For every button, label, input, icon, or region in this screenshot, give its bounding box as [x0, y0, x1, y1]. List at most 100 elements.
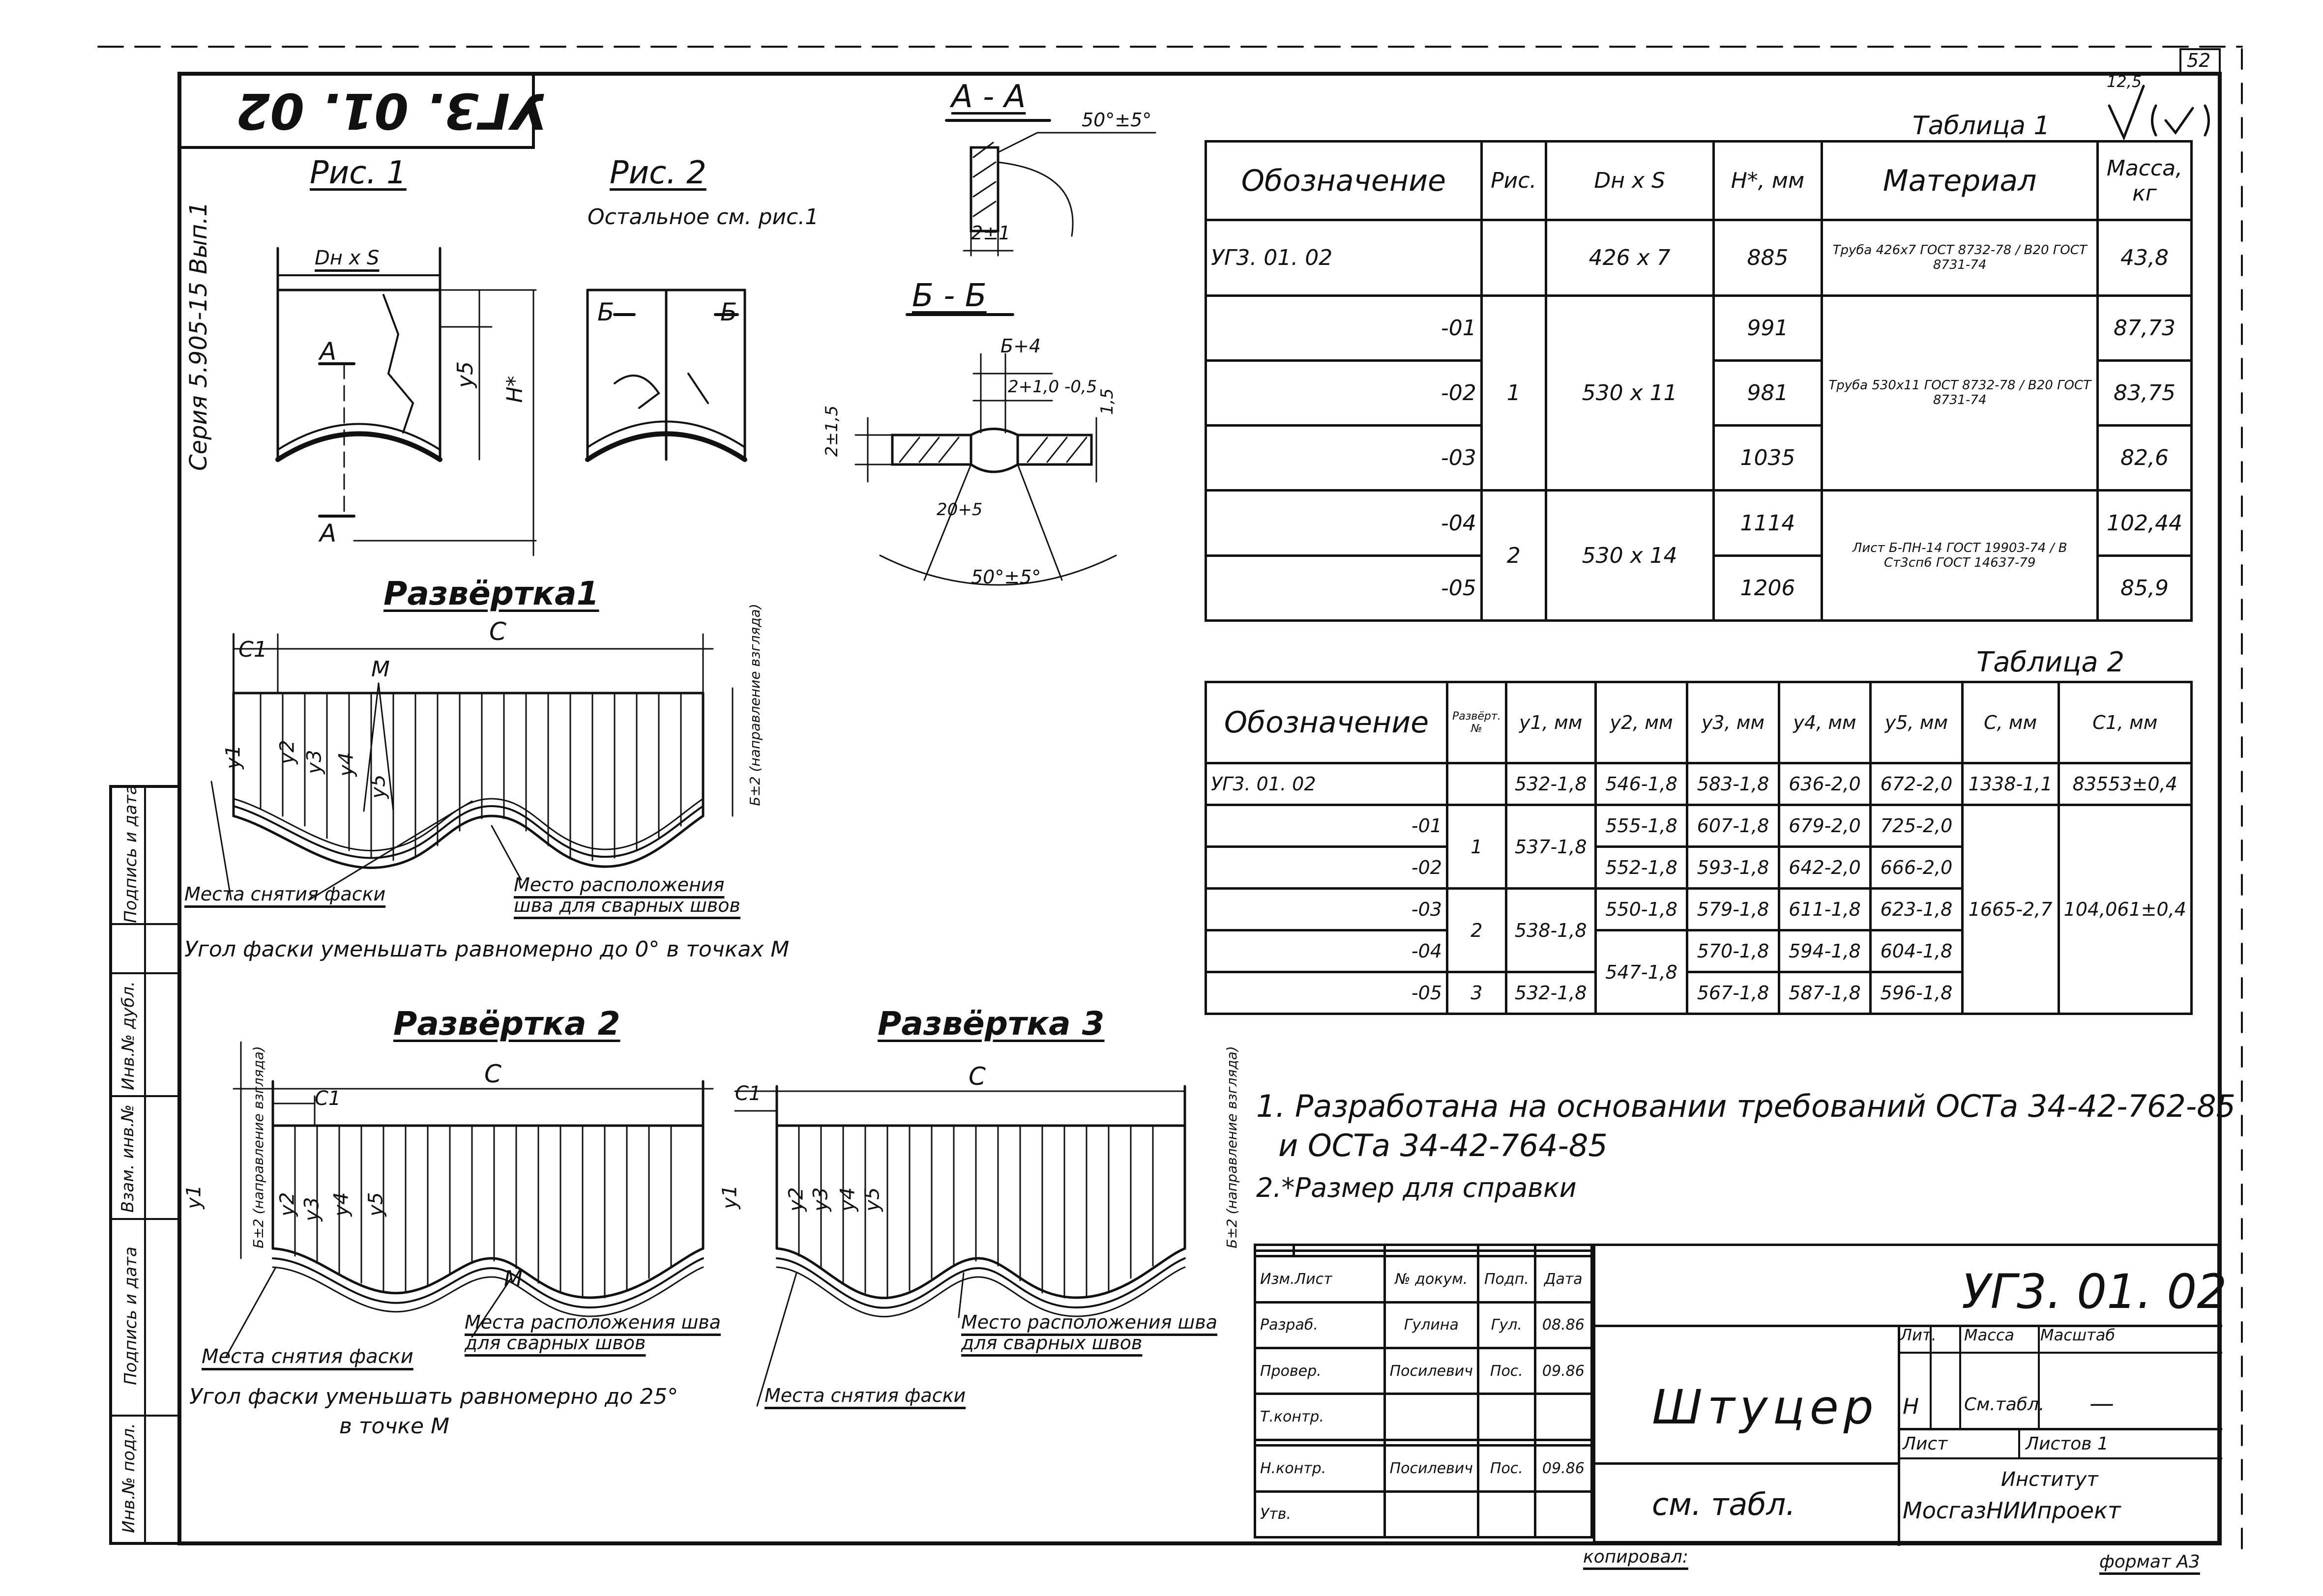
table1-cell: 1035	[1712, 424, 1823, 492]
left-strip-label: Инв.№ подл.	[118, 1423, 139, 1533]
razvertka3-c: C	[969, 1062, 986, 1091]
signer-role: Т.контр.	[1254, 1393, 1386, 1441]
razvertka3-note-chamfer: Места снятия фаски	[765, 1385, 966, 1406]
table1-cell: 991	[1712, 294, 1823, 362]
razvertka3-y5: y5	[861, 1187, 884, 1212]
razvertka2-m: M	[504, 1266, 523, 1291]
razvertka2-y3: y3	[300, 1197, 323, 1221]
table1-cell: 530 x 11	[1544, 294, 1715, 492]
signer-role: Изм.Лист	[1254, 1255, 1386, 1304]
razvertka3-title: Развёртка 3	[878, 1005, 1105, 1043]
table2-cell: 642-2,0	[1777, 845, 1872, 890]
signer-role: Разраб.	[1254, 1301, 1386, 1349]
razvertka1-title: Развёртка1	[383, 575, 599, 612]
section-label-a: A	[320, 519, 337, 548]
table2-cell: 570-1,8	[1686, 929, 1780, 973]
table2-cell: 1665-2,7	[1961, 804, 2060, 1015]
section-label-b: Б	[720, 298, 737, 326]
table1-header: Обозначение	[1205, 140, 1483, 221]
razvertka3-c1: C1	[735, 1082, 762, 1105]
razvertka1-note-weld: Место расположения шва для сварных швов	[514, 874, 740, 916]
section-bb-title: Б - Б	[912, 278, 987, 314]
razvertka1-side-note: Б±2 (направление взгляда)	[746, 604, 763, 806]
razvertka3-note-weld: Место расположения шва для сварных швов	[961, 1311, 1217, 1354]
table2-title: Таблица 2	[1976, 646, 2125, 678]
section-label-a: A	[320, 337, 337, 366]
table2-header: y4, мм	[1777, 681, 1872, 764]
table2-cell: -03	[1205, 887, 1448, 931]
table2-header: y2, мм	[1594, 681, 1689, 764]
table1-title: Таблица 1	[1912, 111, 2050, 141]
signer-role: Н.контр.	[1254, 1444, 1386, 1493]
table2-cell: УГ3. 01. 02	[1205, 762, 1448, 806]
table2-cell: 1338-1,1	[1961, 762, 2060, 806]
table2-cell: 666-2,0	[1869, 845, 1964, 890]
razvertka1-y2: y2	[276, 740, 299, 764]
table2-cell: 596-1,8	[1869, 971, 1964, 1015]
table1-header: Масса, кг	[2096, 140, 2193, 221]
table2-cell	[1445, 762, 1507, 806]
section-label-b: Б	[597, 298, 615, 326]
razvertka3-side-note: Б±2 (направление взгляда)	[1223, 1046, 1240, 1248]
table2-cell: 607-1,8	[1686, 804, 1780, 848]
table2-cell: 555-1,8	[1594, 804, 1689, 848]
table1-cell: Лист Б-ПН-14 ГОСТ 19903-74 / В Ст3сп6 ГО…	[1821, 489, 2099, 622]
title-block-main	[1593, 1244, 2222, 1546]
tb-lit-label: Лит.	[1900, 1326, 1937, 1344]
signer-date: 09.86	[1533, 1444, 1593, 1493]
note-1b: и ОСТа 34-42-764-85	[1278, 1128, 1608, 1163]
table1-cell: -05	[1205, 554, 1483, 622]
section-bb-dim: 2+1,0 -0,5	[1008, 377, 1097, 397]
razvertka2-side-note: Б±2 (направление взгляда)	[250, 1046, 266, 1248]
table1-cell: 2	[1480, 489, 1547, 622]
table2-header: C, мм	[1961, 681, 2060, 764]
signer-name: Посилевич	[1383, 1346, 1480, 1395]
razvertka1-note-chamfer: Места снятия фаски	[184, 883, 386, 905]
sheet-number: 52	[2187, 50, 2211, 71]
table2-header: y5, мм	[1869, 681, 1964, 764]
table1-cell: 885	[1712, 219, 1823, 297]
series-label: Серия 5.905-15 Вып.1	[184, 202, 212, 471]
table2-cell: 636-2,0	[1777, 762, 1872, 806]
table1-header: Dн x S	[1544, 140, 1715, 221]
table2-cell: 679-2,0	[1777, 804, 1872, 848]
razvertka2-note-angle: в точке М	[339, 1414, 450, 1439]
razvertka3-y3: y3	[809, 1187, 832, 1212]
tb-mass-value: См.табл.	[1964, 1394, 2045, 1415]
table2-cell: 567-1,8	[1686, 971, 1780, 1015]
sheet-format: формат А3	[2099, 1552, 2200, 1572]
table2-cell: 579-1,8	[1686, 887, 1780, 931]
table1-cell: -01	[1205, 294, 1483, 362]
table2-cell: 672-2,0	[1869, 762, 1964, 806]
razvertka2-note-angle: Угол фаски уменьшать равномерно до 25°	[189, 1384, 678, 1409]
table1-cell: 85,9	[2096, 554, 2193, 622]
table1-cell: 1114	[1712, 489, 1823, 557]
table1-cell: 102,44	[2096, 489, 2193, 557]
razvertka3-y2: y2	[785, 1187, 808, 1212]
razvertka3-y1: y1	[718, 1185, 741, 1209]
table2-cell: 604-1,8	[1869, 929, 1964, 973]
table1-cell: УГ3. 01. 02	[1205, 219, 1483, 297]
table1-header: H*, мм	[1712, 140, 1823, 221]
razvertka1-c1: C1	[238, 637, 267, 662]
tb-mass-label: Масса	[1964, 1326, 2015, 1344]
section-bb-angle: 50°±5°	[971, 566, 1041, 588]
section-bb-dim: 20+5	[937, 500, 983, 520]
dim-y5: y5	[453, 361, 478, 388]
signer-sign: Гул.	[1477, 1301, 1536, 1349]
title-block-signers: Изм.Лист № докум. Подп. Дата Разраб. Гул…	[1254, 1244, 1593, 1539]
table1-header: Рис.	[1480, 140, 1547, 221]
table1-cell: 1206	[1712, 554, 1823, 622]
table2-cell: 594-1,8	[1777, 929, 1872, 973]
razvertka1-y1: y1	[222, 745, 245, 769]
table1-cell: 87,73	[2096, 294, 2193, 362]
table2-header: Развёрт. №	[1445, 681, 1507, 764]
table2: Обозначение Развёрт. № y1, мм y2, мм y3,…	[1205, 681, 2193, 1015]
left-strip-label: Инв.№ дубл.	[118, 981, 138, 1090]
table2-cell: 538-1,8	[1504, 887, 1597, 973]
dim-h: H*	[502, 376, 528, 403]
razvertka1-y5: y5	[367, 774, 390, 799]
table2-cell: 3	[1445, 971, 1507, 1015]
table2-cell: 546-1,8	[1594, 762, 1689, 806]
